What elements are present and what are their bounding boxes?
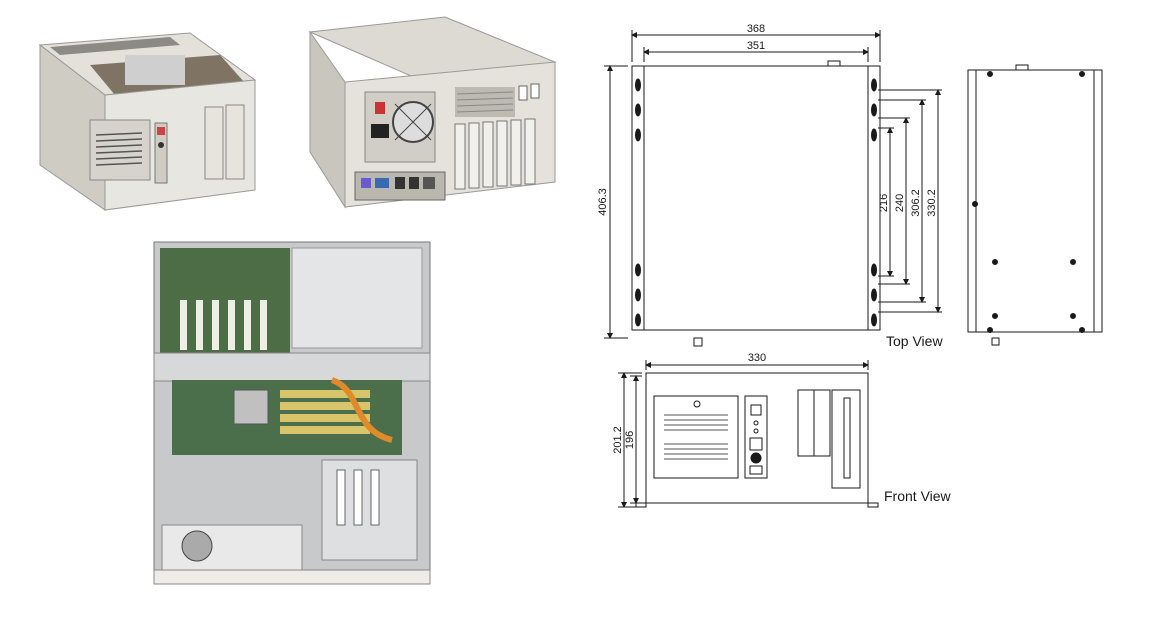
front-vent-grille bbox=[95, 132, 143, 166]
dim-front-height-outer: 201.2 bbox=[612, 426, 624, 454]
dim-330: 330.2 bbox=[926, 189, 938, 217]
chassis-front-photo bbox=[38, 32, 257, 211]
side-view bbox=[967, 64, 1103, 346]
mounting-slots bbox=[635, 78, 877, 327]
front-view-vents bbox=[664, 414, 728, 460]
dim-front-height-inner: 196 bbox=[624, 431, 636, 449]
expansion-slots bbox=[454, 118, 536, 190]
dim-front-width: 330 bbox=[748, 352, 766, 364]
dim-outer-width: 368 bbox=[747, 23, 765, 35]
dim-306: 306.2 bbox=[910, 189, 922, 217]
front-view-label: Front View bbox=[884, 488, 952, 504]
dim-216: 216 bbox=[878, 194, 890, 212]
dim-height: 406.3 bbox=[597, 188, 609, 216]
dim-240: 240 bbox=[894, 194, 906, 212]
chassis-top-open-photo bbox=[153, 241, 431, 585]
dim-inner-width: 351 bbox=[747, 40, 765, 52]
psu-fan-top-icon bbox=[181, 530, 213, 562]
top-view-label: Top View bbox=[886, 333, 943, 349]
front-view bbox=[635, 372, 879, 508]
chassis-rear-photo bbox=[308, 16, 557, 209]
top-view bbox=[631, 60, 881, 347]
